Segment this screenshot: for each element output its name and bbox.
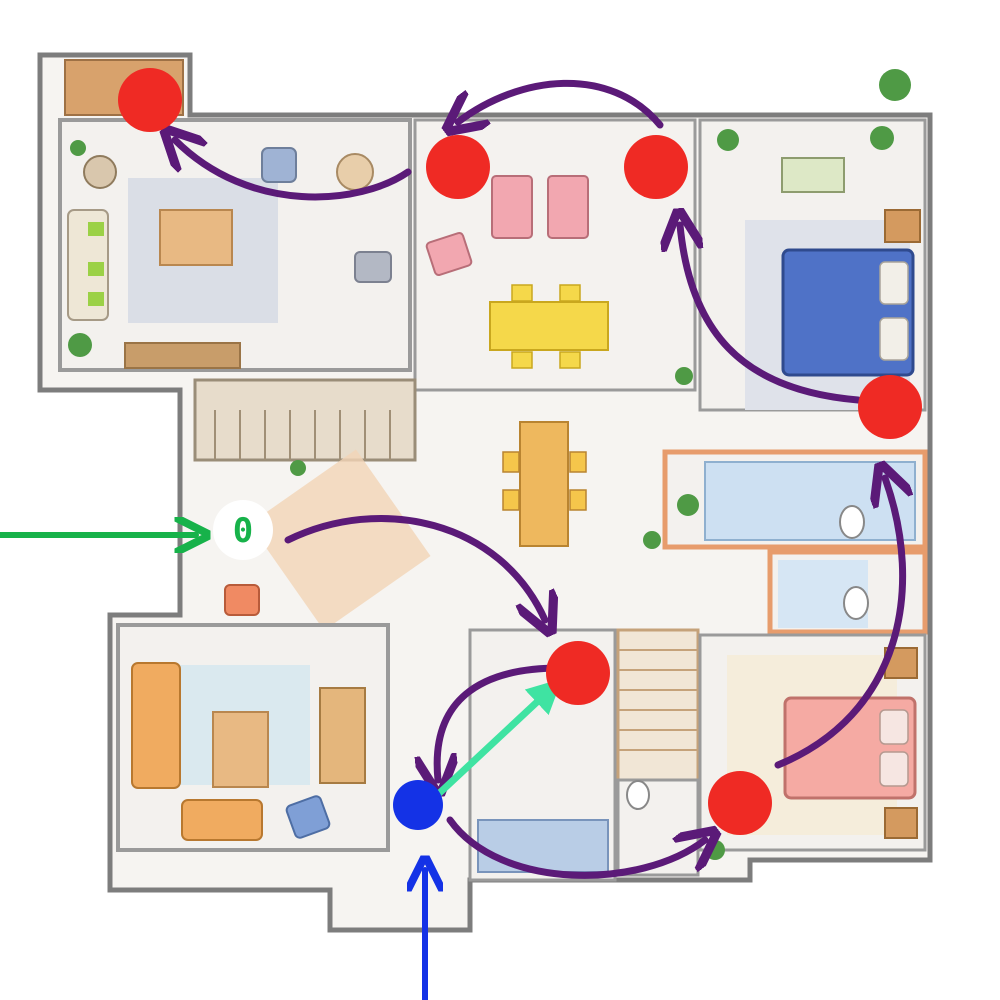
rug bbox=[249, 449, 431, 631]
stair-steps bbox=[618, 649, 698, 751]
target-node-right bbox=[858, 375, 922, 439]
route-nodes: 0 bbox=[118, 68, 922, 835]
chair bbox=[559, 351, 581, 369]
nightstand bbox=[884, 209, 921, 243]
coffee-table bbox=[159, 209, 233, 266]
chair bbox=[569, 451, 587, 473]
armchair-icon bbox=[261, 147, 297, 183]
sideboard bbox=[124, 342, 241, 369]
desk bbox=[781, 157, 845, 193]
bathtub-icon bbox=[704, 461, 916, 541]
staircase-icon bbox=[616, 628, 700, 782]
sofa-icon bbox=[181, 799, 263, 841]
toilet-icon bbox=[843, 586, 869, 620]
chair bbox=[502, 489, 520, 511]
route-arrows bbox=[175, 79, 903, 879]
chair bbox=[511, 284, 533, 302]
chair bbox=[491, 175, 533, 239]
armchair-icon bbox=[285, 795, 331, 839]
chair bbox=[502, 451, 520, 473]
start-node bbox=[213, 500, 273, 560]
armchair-icon bbox=[83, 155, 117, 189]
coffee-table bbox=[212, 711, 269, 788]
kitchen-counter bbox=[477, 819, 609, 873]
round-table bbox=[336, 153, 374, 191]
staircase-icon bbox=[193, 378, 417, 462]
pillow bbox=[879, 317, 909, 361]
stair-steps bbox=[214, 410, 391, 460]
cushion bbox=[88, 262, 104, 276]
toilet-icon bbox=[839, 505, 865, 539]
arrow-0-to-center bbox=[284, 514, 545, 620]
pillow bbox=[879, 709, 909, 745]
target-node-center bbox=[546, 641, 610, 705]
dining-table-icon bbox=[519, 421, 569, 547]
current-node bbox=[393, 780, 443, 830]
desk bbox=[319, 687, 366, 784]
target-node-top-middle bbox=[426, 135, 490, 199]
chair bbox=[569, 489, 587, 511]
pillow bbox=[879, 751, 909, 787]
target-node-top-left bbox=[118, 68, 182, 132]
dining-table-icon bbox=[489, 301, 609, 351]
start-node-label: 0 bbox=[233, 511, 253, 551]
chair bbox=[559, 284, 581, 302]
chair bbox=[547, 175, 589, 239]
cushion bbox=[88, 292, 104, 306]
pillow bbox=[879, 261, 909, 305]
target-node-bottom-right bbox=[708, 771, 772, 835]
arrow-right-to-top-right bbox=[680, 225, 862, 404]
chair bbox=[511, 351, 533, 369]
sofa-icon bbox=[131, 662, 181, 789]
nightstand bbox=[884, 807, 918, 839]
arrow-bottom-right-to-right bbox=[774, 478, 903, 769]
arrow-blue-to-bottom-right bbox=[446, 816, 705, 879]
arrow-top-middle-to-top-left bbox=[175, 140, 412, 201]
target-node-top-right bbox=[624, 135, 688, 199]
armchair-icon bbox=[224, 584, 260, 616]
floor-plan bbox=[37, 52, 933, 933]
arrow-blue-to-center-loop bbox=[437, 664, 564, 780]
toilet-icon bbox=[626, 780, 650, 810]
highlight-arrow bbox=[428, 678, 563, 804]
armchair-icon bbox=[354, 251, 392, 283]
cushion bbox=[88, 222, 104, 236]
chair bbox=[425, 232, 473, 276]
arrow-top-right-to-top-middle bbox=[458, 79, 664, 125]
